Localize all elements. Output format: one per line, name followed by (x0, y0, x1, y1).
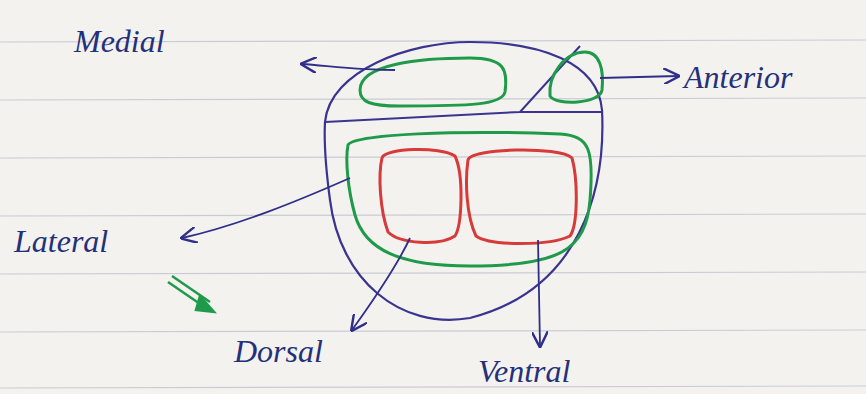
section-outline (325, 42, 603, 320)
region-label: Anterior (684, 58, 792, 96)
anterior-tract (550, 52, 603, 102)
leader-line (538, 240, 540, 346)
lateral-tract (347, 132, 591, 266)
leader-line (352, 238, 410, 330)
dorsal-tract (380, 149, 461, 242)
leader-line (302, 64, 395, 70)
leader-line (182, 178, 350, 238)
dividing-line (325, 46, 602, 122)
paper-rule (0, 40, 866, 388)
region-label: Ventral (478, 352, 570, 390)
leader-line (600, 76, 678, 78)
double-arrow (168, 276, 214, 312)
region-label: Lateral (14, 222, 108, 260)
region-label: Dorsal (234, 332, 323, 370)
region-label: Medial (74, 22, 165, 60)
medial-tract (360, 58, 506, 106)
ventral-tract (467, 150, 577, 244)
